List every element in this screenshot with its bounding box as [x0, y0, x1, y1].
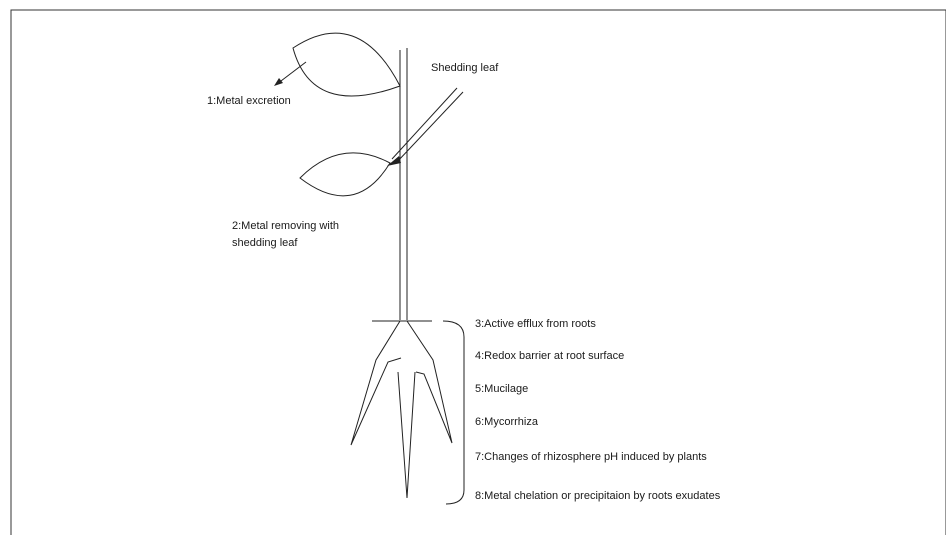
- mechanisms-bracket: [443, 321, 464, 504]
- excretion-arrow-shaft: [277, 62, 306, 84]
- root-right: [407, 321, 452, 443]
- mechanism-item: 6:Mycorrhiza: [475, 416, 538, 429]
- mechanism-item: 7:Changes of rhizosphere pH induced by p…: [475, 451, 707, 464]
- label-metal-removing-line1: 2:Metal removing with: [232, 218, 339, 235]
- mechanism-item: 4:Redox barrier at root surface: [475, 350, 624, 363]
- label-shedding-leaf: Shedding leaf: [431, 62, 498, 75]
- mechanism-item: 3:Active efflux from roots: [475, 318, 596, 331]
- label-metal-removing: 2:Metal removing with shedding leaf: [232, 218, 339, 252]
- mechanism-item: 8:Metal chelation or precipitaion by roo…: [475, 490, 720, 503]
- excretion-arrow-head: [274, 78, 283, 86]
- shedding-leaf: [300, 153, 390, 196]
- root-left: [351, 321, 401, 445]
- label-metal-excretion: 1:Metal excretion: [207, 95, 291, 108]
- mechanism-item: 5:Mucilage: [475, 383, 528, 396]
- shedding-arrow-line-a: [392, 88, 457, 159]
- label-metal-removing-line2: shedding leaf: [232, 235, 339, 252]
- root-center: [398, 372, 415, 498]
- upper-leaf: [293, 33, 400, 96]
